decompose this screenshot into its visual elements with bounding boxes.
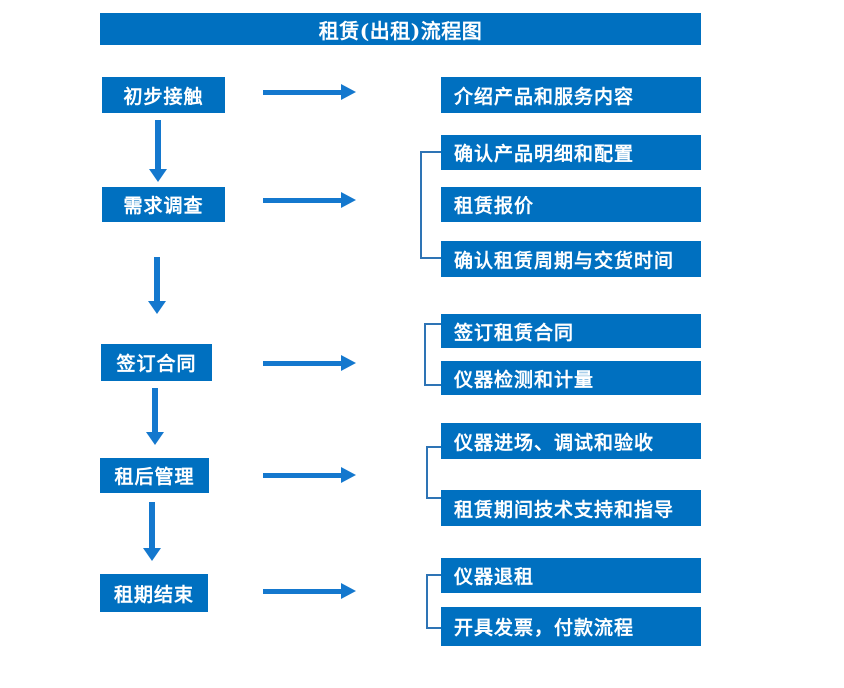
output-box: 签订租赁合同	[441, 314, 701, 348]
step-sign-contract: 签订合同	[101, 344, 212, 381]
step-post-rental-management: 租后管理	[100, 458, 209, 493]
output-box: 租赁期间技术支持和指导	[441, 490, 701, 526]
bracket-connector	[424, 323, 441, 386]
output-box: 确认租赁周期与交货时间	[441, 241, 701, 277]
arrow-down-icon	[146, 388, 164, 445]
arrow-down-icon	[149, 120, 167, 182]
arrow-right-icon	[263, 467, 356, 483]
arrow-right-icon	[263, 583, 356, 599]
step-demand-survey: 需求调查	[102, 187, 225, 222]
arrow-right-icon	[263, 84, 356, 100]
output-box: 租赁报价	[441, 187, 701, 222]
arrow-right-icon	[263, 192, 356, 208]
step-initial-contact: 初步接触	[102, 77, 225, 113]
flowchart-title: 租赁(出租)流程图	[100, 13, 701, 45]
bracket-connector	[426, 574, 441, 629]
output-box: 仪器进场、调试和验收	[441, 423, 701, 459]
bracket-connector	[426, 446, 441, 499]
arrow-down-icon	[148, 257, 166, 314]
step-lease-end: 租期结束	[100, 574, 208, 612]
output-box: 仪器退租	[441, 558, 701, 593]
output-box: 确认产品明细和配置	[441, 135, 701, 170]
output-box: 介绍产品和服务内容	[441, 77, 701, 113]
arrow-right-icon	[263, 355, 356, 371]
arrow-down-icon	[143, 502, 161, 561]
output-box: 开具发票，付款流程	[441, 607, 701, 646]
bracket-connector	[420, 151, 441, 259]
output-box: 仪器检测和计量	[441, 361, 701, 395]
